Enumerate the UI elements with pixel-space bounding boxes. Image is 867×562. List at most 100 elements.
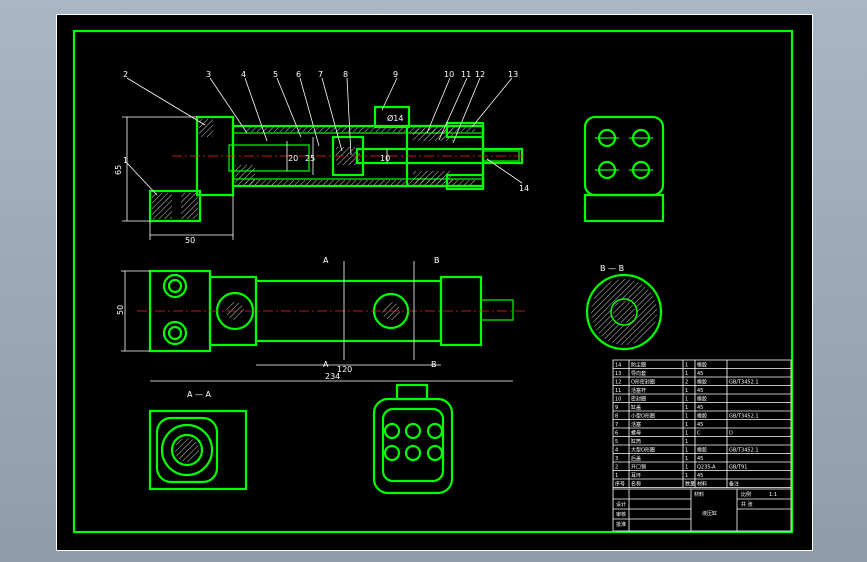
tb-approver: 批准	[616, 521, 626, 528]
piston	[331, 135, 365, 177]
bom-cell-mat: 45	[697, 473, 703, 479]
bom-cell-name: 缸筒	[631, 438, 641, 445]
leader-2	[126, 77, 206, 126]
plan-rod	[480, 299, 514, 321]
part-label-13: 13	[508, 70, 518, 79]
section-mark-a-top: A	[323, 256, 329, 265]
bom-cell-note: GB/T91	[729, 465, 747, 471]
bom-cell-note: D	[729, 431, 733, 437]
section-view: 1 2 3 4 5 6 7 8 9 10 11 12 13 14 65 50 2…	[114, 70, 529, 245]
bom-cell-mat: Q235-A	[697, 465, 716, 471]
bom-cell-mat: 45	[697, 371, 703, 377]
part-label-5: 5	[273, 70, 278, 79]
end-bottom-inner	[381, 407, 445, 483]
bom-cell-mat: 橡胶	[697, 362, 707, 369]
dim-text-10: 10	[380, 154, 390, 163]
leader-13	[471, 77, 513, 128]
part-label-2: 2	[123, 70, 128, 79]
bom-cell-no: 14	[615, 363, 621, 369]
bom-cell-name: 耳环	[631, 473, 641, 479]
cad-canvas: 1 2 3 4 5 6 7 8 9 10 11 12 13 14 65 50 2…	[72, 29, 794, 534]
leader-8	[346, 77, 352, 156]
section-a-ring-inner	[170, 433, 204, 467]
end-bottom-hole	[426, 444, 444, 462]
leader-9	[381, 77, 398, 111]
tb-material: 材料	[694, 491, 704, 498]
part-label-12: 12	[475, 70, 485, 79]
bom-cell-no: 2	[615, 465, 618, 471]
bom-cell-name: 活塞	[631, 421, 641, 428]
part-label-4: 4	[241, 70, 246, 79]
bom-cell-qty: 1	[685, 363, 688, 369]
dim-text-234: 234	[325, 372, 340, 381]
section-a-body	[148, 409, 248, 491]
bom-cell-name: 导向套	[631, 370, 646, 377]
bom-cell-name: 开口销	[631, 464, 646, 471]
bom-cell-no: 9	[615, 405, 618, 411]
part-label-3: 3	[206, 70, 211, 79]
bom-cell-name: 防尘圈	[631, 362, 646, 369]
bom-cell-no: 11	[615, 388, 621, 394]
bom-cell-qty: 1	[685, 405, 688, 411]
title-block: 设计 审核 批准 液压缸 材料 比例 1:1 共 张	[613, 488, 791, 531]
bom-cell-mat: 45	[697, 422, 703, 428]
leader-4	[244, 77, 268, 142]
part-label-7: 7	[318, 70, 323, 79]
section-mark-a-bottom: A	[323, 360, 329, 369]
front-cover-hatch-2	[413, 171, 453, 183]
bom-cell-qty: 1	[685, 388, 688, 394]
bom-cell-no: 序号	[615, 481, 625, 488]
tb-drawing-title: 液压缸	[702, 510, 717, 517]
bom-cell-name: 密封圈	[631, 396, 646, 403]
dim-text-20: 20	[288, 154, 298, 163]
bom-cell-no: 5	[615, 439, 618, 445]
end-view-base	[583, 193, 665, 223]
barrel-hatch-top	[245, 127, 475, 132]
dim-text-50: 50	[185, 236, 195, 245]
plan-hole-top	[162, 273, 188, 299]
bom-cell-note: GB/T3452.1	[729, 380, 759, 386]
end-view-bottom	[372, 383, 454, 495]
bom-cell-mat: C	[697, 431, 701, 437]
dim-text-25: 25	[305, 154, 315, 163]
part-label-11: 11	[461, 70, 471, 79]
bom-cell-mat: 45	[697, 456, 703, 462]
bom-cell-mat: 橡胶	[697, 396, 707, 403]
part-label-6: 6	[296, 70, 301, 79]
leader-3	[209, 77, 248, 134]
part-label-14: 14	[519, 184, 529, 193]
bom-cell-qty: 1	[685, 473, 688, 479]
tb-designer: 设计	[616, 501, 626, 508]
bom-cell-name: 大型O形圈	[631, 447, 655, 454]
end-view	[583, 115, 665, 223]
bom-cell-no: 8	[615, 414, 618, 420]
section-b-outer	[585, 273, 663, 351]
bom-cell-qty: 1	[685, 414, 688, 420]
section-a-hatch	[175, 438, 199, 462]
part-label-10: 10	[444, 70, 454, 79]
bom-cell-mat: 橡胶	[697, 379, 707, 386]
leader-7	[321, 77, 343, 152]
bom-cell-note: 备注	[729, 481, 739, 488]
bom-cell-no: 10	[615, 397, 621, 403]
bom-cell-mat: 橡胶	[697, 447, 707, 454]
bom-cell-note: GB/T3452.1	[729, 414, 759, 420]
leader-6	[299, 77, 320, 147]
bom-cell-no: 12	[615, 380, 621, 386]
section-b-b: B — B	[585, 264, 663, 351]
dim-text-port: Ø14	[387, 113, 403, 123]
tb-scale-value: 1:1	[769, 492, 777, 498]
tb-scale-label: 比例	[741, 491, 751, 498]
guide-sleeve-bottom	[445, 173, 485, 191]
bom-cell-name: 名称	[631, 481, 641, 488]
ear-ring-outline	[148, 189, 202, 223]
end-bottom-body	[372, 397, 454, 495]
leader-12	[452, 77, 481, 144]
bom-cell-mat: 橡胶	[697, 413, 707, 420]
bom-cell-qty: 1	[685, 397, 688, 403]
end-view-body	[583, 115, 665, 197]
part-label-1: 1	[123, 156, 128, 165]
drawing-sheet: 1 2 3 4 5 6 7 8 9 10 11 12 13 14 65 50 2…	[56, 14, 813, 551]
bom-cell-name: 小型O形圈	[631, 413, 655, 420]
end-bottom-hole	[426, 422, 444, 440]
